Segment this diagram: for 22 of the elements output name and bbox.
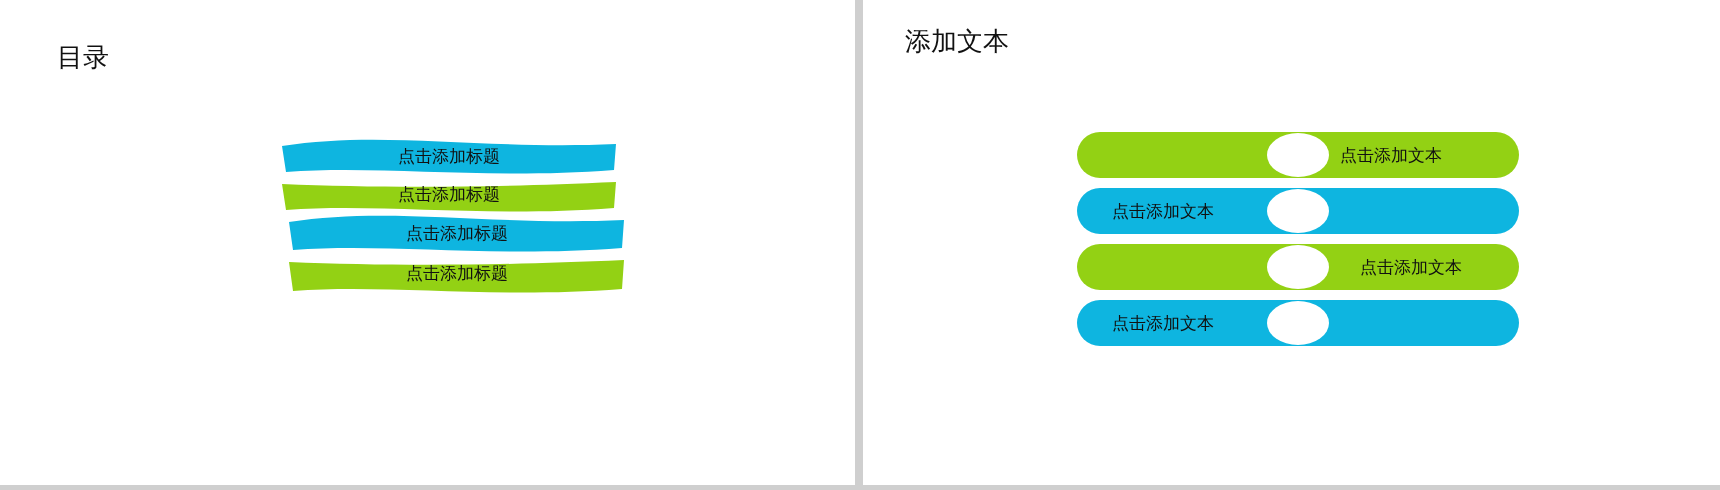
ribbon-title: 点击添加标题 <box>398 144 500 168</box>
wavy-ribbon <box>289 215 624 252</box>
slide-heading: 目录 <box>57 41 109 74</box>
circle-shape <box>1267 189 1329 233</box>
rounded-bar <box>1077 300 1519 346</box>
wavy-ribbon <box>282 139 616 174</box>
slide-heading: 添加文本 <box>905 25 1009 58</box>
circle-shape <box>1267 133 1329 177</box>
bar-text: 点击添加文本 <box>1112 311 1214 335</box>
wavy-ribbon <box>289 260 624 293</box>
rounded-bar <box>1077 244 1519 290</box>
bar-text: 点击添加文本 <box>1340 143 1442 167</box>
bar-text: 点击添加文本 <box>1112 199 1214 223</box>
wavy-ribbon <box>282 182 616 212</box>
rounded-bar <box>1077 188 1519 234</box>
circle-shape <box>1267 245 1329 289</box>
circle-shape <box>1267 301 1329 345</box>
bar-text: 点击添加文本 <box>1360 255 1462 279</box>
ribbon-title: 点击添加标题 <box>398 182 500 206</box>
ribbon-title: 点击添加标题 <box>405 221 508 245</box>
ribbon-title: 点击添加标题 <box>405 262 508 285</box>
rounded-bar <box>1077 132 1519 178</box>
